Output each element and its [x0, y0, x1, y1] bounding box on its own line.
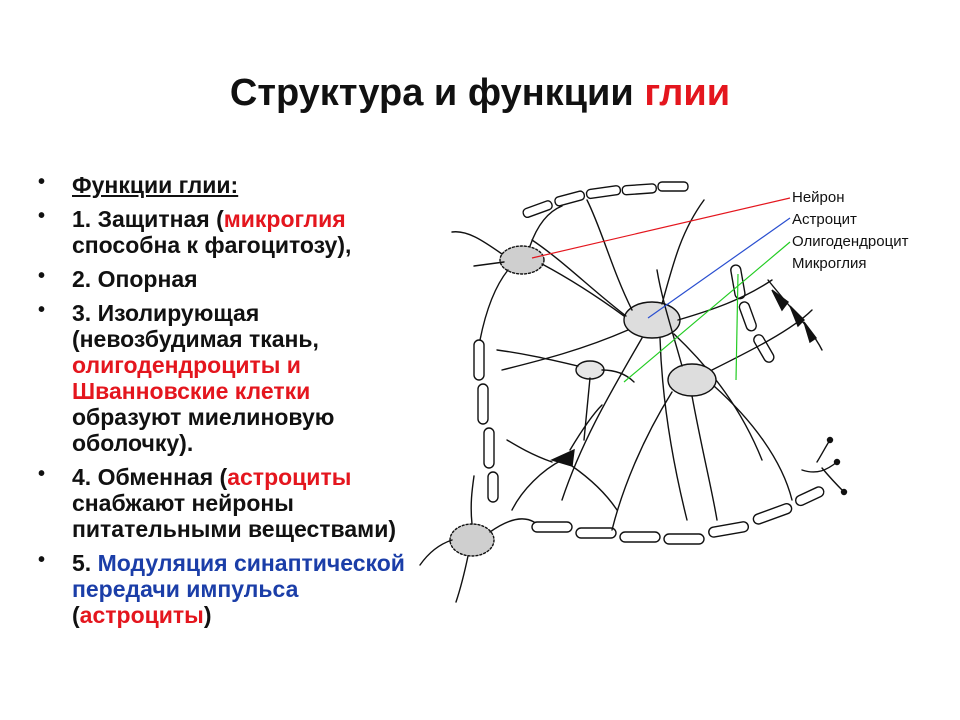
neuron-pointer-line	[531, 197, 791, 259]
glia-illustration: Нейрон Астроцит Олигодендроцит Микроглия	[419, 181, 909, 603]
myelin-segments-right	[767, 279, 823, 351]
microglia-pointer-line	[735, 273, 739, 381]
bullet-item: • 5. Модуляция синаптической передачи имп…	[36, 549, 416, 628]
bullet-text: )	[203, 602, 212, 628]
bullet-dot: •	[38, 549, 46, 571]
astrocyte-cell-2	[611, 269, 813, 531]
label-astrocyte: Астроцит	[792, 211, 857, 228]
astrocyte-pointer-line	[647, 217, 791, 319]
bullet-text: астроциты	[227, 464, 352, 490]
bullet-item: • 3. Изолирующая (невозбудимая ткань, оли…	[36, 299, 416, 456]
neuron-cell	[451, 205, 625, 341]
bullet-text: (	[72, 602, 80, 628]
label-microglia: Микроглия	[792, 255, 867, 272]
axon-terminals	[801, 436, 848, 496]
bullet-item: • 1. Защитная (микроглия способна к фагоц…	[36, 205, 416, 258]
bullet-text: способна к фагоцитозу),	[72, 232, 352, 258]
neuron-cell-2	[419, 475, 535, 603]
microglia-cell	[506, 404, 618, 511]
bullet-dot: •	[38, 205, 46, 227]
bullet-text: олигодендроциты и Шванновские клетки	[72, 352, 311, 404]
title-main: Структура и функции	[229, 72, 645, 114]
bullet-list: • Функции глии: • 1. Защитная (микроглия сп…	[36, 171, 416, 636]
bullet-text: 3. Изолирующая (невозбудимая ткань,	[72, 300, 319, 352]
label-oligodendrocyte: Олигодендроцит	[792, 233, 909, 250]
bullet-dot: •	[38, 171, 46, 193]
bullet-text: астроциты	[79, 602, 204, 628]
bullet-text: Модуляция синаптической передачи импульс…	[72, 550, 405, 602]
myelinated-fiber-bottom	[531, 486, 825, 545]
bullet-text: 5.	[72, 550, 98, 576]
myelinated-fiber-top	[522, 181, 689, 219]
bullet-dot: •	[38, 265, 46, 287]
bullet-text: снабжают нейроны питательными веществами…	[72, 490, 396, 542]
myelinated-fiber-left	[473, 339, 499, 503]
bullet-text: образуют миелиновую оболочку).	[72, 404, 335, 456]
slide-title: Структура и функции глии	[0, 72, 960, 115]
myelinated-fiber-right	[730, 264, 775, 363]
bullet-item: • Функции глии:	[36, 171, 416, 198]
bullet-dot: •	[38, 463, 46, 485]
bullet-text: Функции глии:	[72, 172, 239, 198]
label-neuron: Нейрон	[792, 189, 845, 206]
title-highlight: глии	[644, 72, 731, 114]
oligodendrocyte-cell	[496, 349, 635, 441]
bullet-text: 4. Обменная (	[72, 464, 228, 490]
bullet-item: • 4. Обменная (астроциты снабжают нейроны…	[36, 463, 416, 542]
oligodendrocyte-pointer-line	[623, 241, 791, 383]
bullet-dot: •	[38, 299, 46, 321]
bullet-text: 1. Защитная (	[72, 206, 224, 232]
bullet-item: • 2. Опорная	[36, 265, 416, 292]
bullet-text: микроглия	[223, 206, 346, 232]
bullet-text: 2. Опорная	[72, 266, 198, 292]
